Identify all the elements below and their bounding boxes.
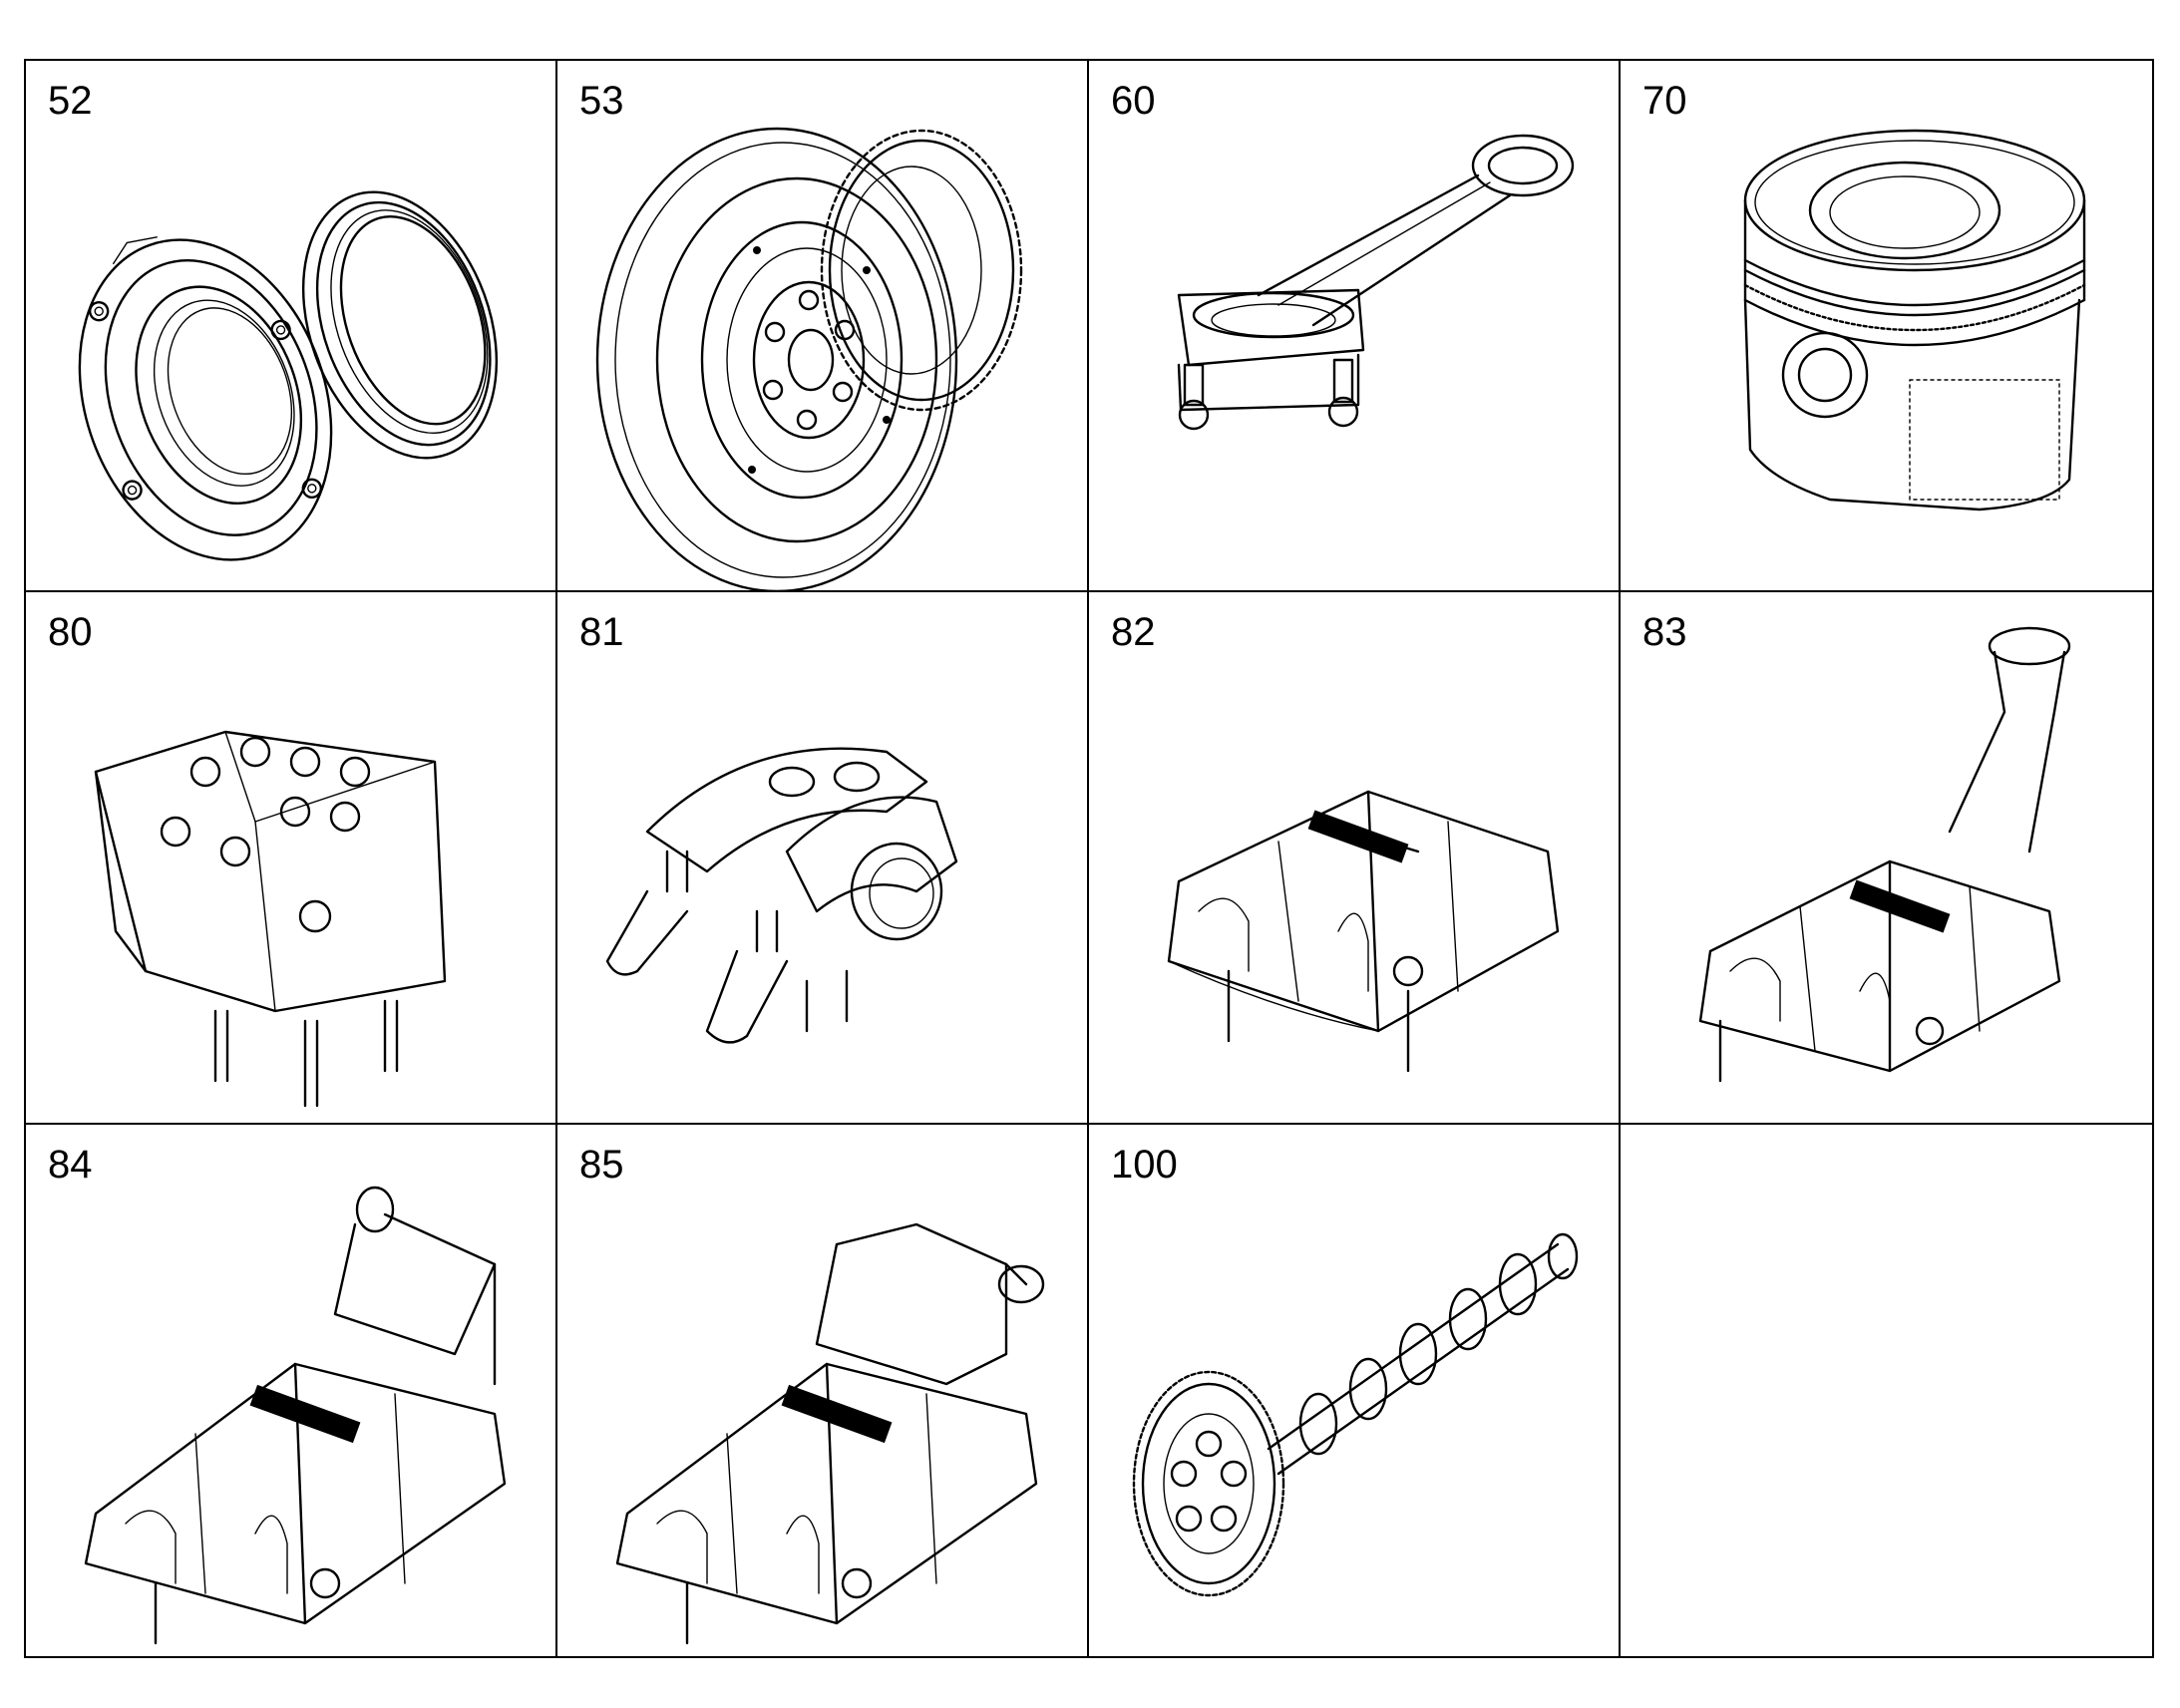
part-cell-82[interactable]: 82	[1089, 592, 1621, 1125]
part-cell-70[interactable]: 70	[1621, 61, 2152, 593]
part-number: 53	[579, 79, 624, 123]
part-cell-80[interactable]: 80	[26, 592, 557, 1125]
rocker-arm-icon	[587, 652, 1056, 1111]
valve-cover-with-filler-neck-icon	[1650, 627, 2119, 1111]
part-number: 84	[48, 1142, 93, 1187]
vibration-damper-gear-icon	[587, 121, 1056, 591]
part-cell-53[interactable]: 53	[557, 61, 1089, 593]
cylinder-head-icon	[56, 652, 525, 1111]
part-cell-81[interactable]: 81	[557, 592, 1089, 1125]
part-cell-empty	[1621, 1125, 2152, 1656]
part-number: 83	[1642, 610, 1687, 655]
camshaft-icon	[1119, 1185, 1588, 1643]
part-cell-84[interactable]: 84	[26, 1124, 557, 1656]
part-cell-52[interactable]: 52	[26, 61, 557, 593]
connecting-rod-icon	[1119, 121, 1588, 579]
valve-cover-with-breather-left-icon	[56, 1185, 525, 1644]
parts-grid: 52	[24, 59, 2154, 1658]
part-number: 81	[579, 610, 624, 655]
piston-icon	[1650, 121, 2119, 579]
part-number: 80	[48, 610, 93, 655]
part-number: 52	[48, 79, 93, 123]
part-cell-100[interactable]: 100	[1089, 1124, 1621, 1656]
part-number: 100	[1111, 1142, 1178, 1187]
seal-flange-icon	[56, 121, 525, 579]
part-number: 60	[1111, 79, 1156, 123]
part-cell-83[interactable]: 83	[1621, 592, 2152, 1125]
part-number: 85	[579, 1142, 624, 1187]
part-number: 70	[1642, 79, 1687, 123]
valve-cover-icon	[1119, 652, 1588, 1111]
part-cell-85[interactable]: 85	[557, 1124, 1089, 1656]
valve-cover-with-breather-right-icon	[587, 1185, 1056, 1644]
part-cell-60[interactable]: 60	[1089, 61, 1621, 593]
part-number: 82	[1111, 610, 1156, 655]
